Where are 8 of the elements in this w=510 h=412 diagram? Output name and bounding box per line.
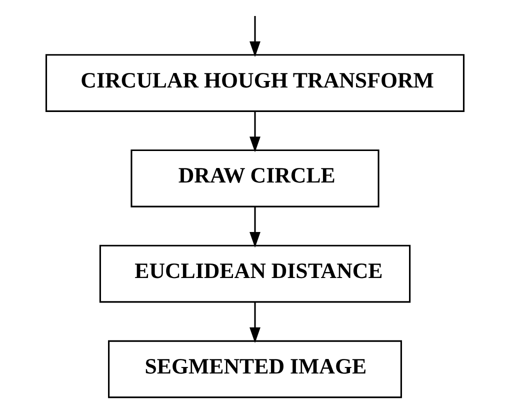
node-box: DRAW CIRCLE [130, 149, 380, 208]
arrow [250, 111, 260, 152]
arrow [250, 302, 260, 344]
node-box: EUCLIDEAN DISTANCE [99, 244, 411, 303]
node-box: CIRCULAR HOUGH TRANSFORM [45, 54, 465, 112]
arrow [250, 16, 260, 57]
node-box: SEGMENTED IMAGE [108, 340, 402, 398]
arrow [250, 206, 260, 248]
